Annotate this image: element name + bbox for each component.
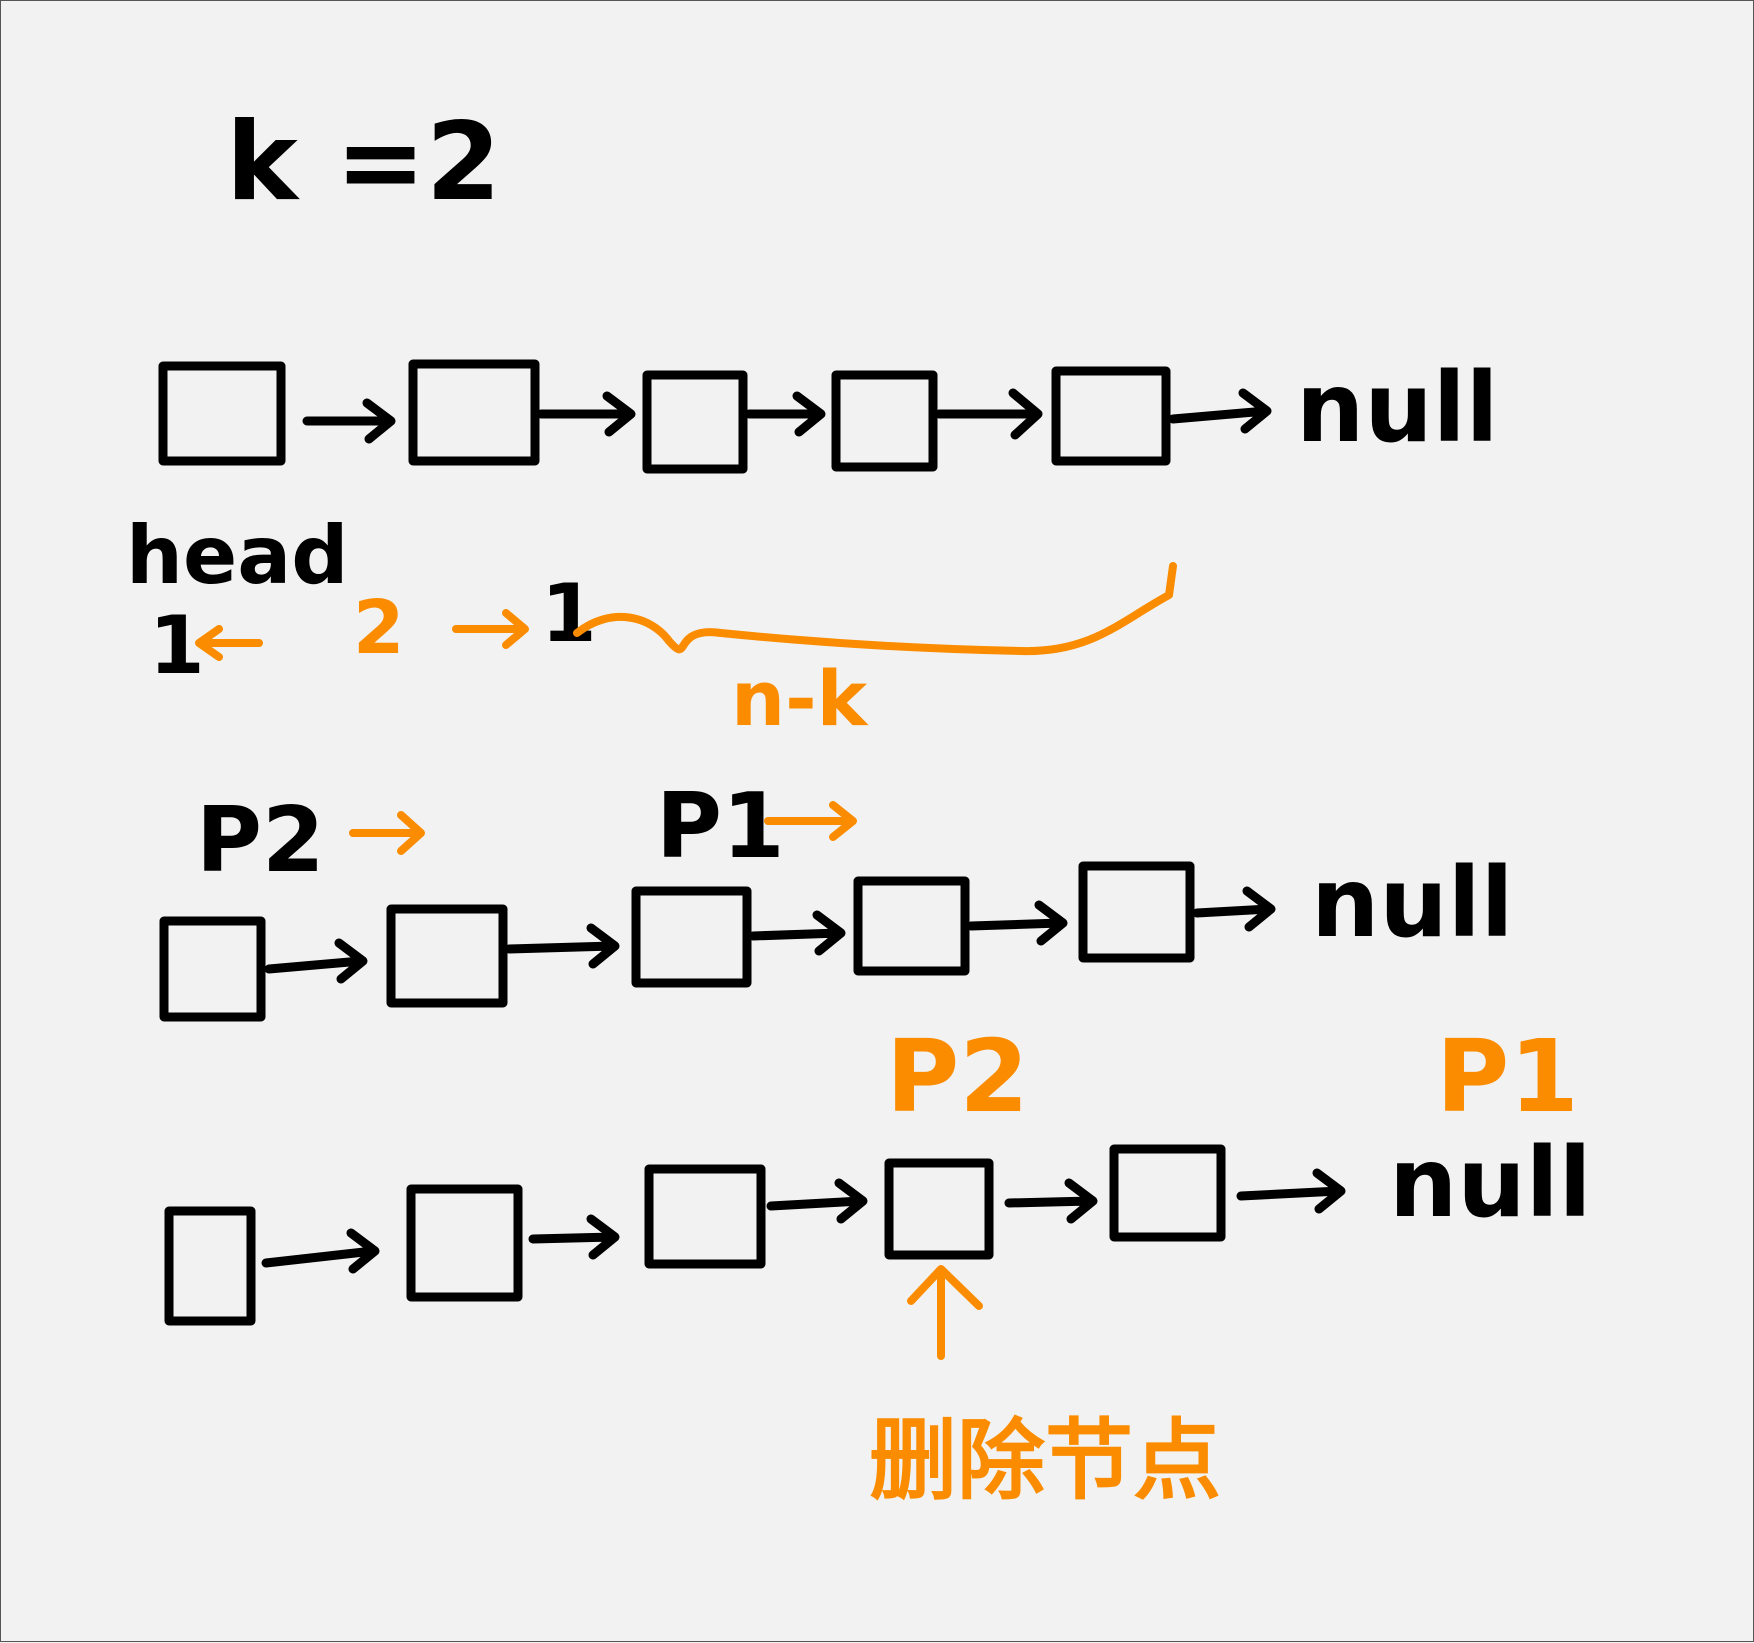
title-k-equals-2: k =2: [226, 100, 501, 225]
row3-node-5: [1109, 1144, 1226, 1242]
row1-node-2: [408, 359, 540, 466]
row1-arrow-4: [934, 388, 1043, 440]
row2-null-label: null: [1311, 847, 1514, 959]
row2-node-1: [159, 916, 266, 1022]
row1-node-4: [831, 370, 938, 472]
row2-p1-move-arrow: [764, 801, 857, 841]
row3-arrow-4: [1004, 1178, 1098, 1224]
row1-node-3: [642, 370, 748, 474]
row1-arrow-2: [536, 391, 636, 437]
row1-null-label: null: [1296, 352, 1499, 464]
row2-arrow-4: [966, 900, 1068, 946]
row3-arrow-3: [766, 1178, 868, 1224]
row3-p2-label: P2: [886, 1018, 1029, 1135]
row-3-linked-list: P2 P1 null 删除节点: [164, 1018, 1592, 1512]
step-left-arrow: [195, 625, 263, 661]
row2-arrow-3: [748, 910, 846, 956]
step-right-arrow: [452, 609, 529, 649]
row2-arrow-5: [1192, 886, 1276, 932]
step-start-tick: 1: [149, 599, 205, 692]
row-2-linked-list: P2 P1 null: [159, 774, 1514, 1022]
delete-node-label: 删除节点: [869, 1409, 1221, 1512]
row2-node-5: [1078, 861, 1195, 963]
row3-null-label: null: [1389, 1127, 1592, 1239]
row2-p1-label: P1: [656, 774, 785, 879]
row3-node-4-deleted: [884, 1158, 994, 1260]
row2-node-4: [853, 876, 970, 976]
row3-node-2: [406, 1184, 523, 1302]
row1-arrow-1: [302, 398, 396, 444]
row3-arrow-2: [528, 1214, 620, 1260]
n-k-brace: [573, 562, 1177, 656]
row1-node-5: [1051, 366, 1171, 466]
step-2-label: 2: [353, 585, 405, 671]
row3-arrow-5: [1236, 1168, 1346, 1214]
row3-arrow-1: [261, 1228, 380, 1274]
step-end-tick: 1: [541, 567, 597, 660]
row2-arrow-1: [264, 938, 368, 984]
row1-arrow-3: [744, 391, 826, 437]
row2-p2-label: P2: [196, 788, 325, 893]
row2-node-3: [631, 886, 752, 988]
row2-arrow-2: [504, 923, 620, 969]
row-1-linked-list: null head 1 2 1 n-k: [126, 352, 1499, 743]
row3-node-1: [164, 1206, 256, 1326]
head-label: head: [126, 509, 348, 602]
row3-p1-label: P1: [1436, 1018, 1579, 1135]
row2-node-2: [386, 904, 508, 1008]
n-k-label: n-k: [731, 654, 869, 743]
row3-node-3: [644, 1164, 766, 1269]
row1-node-1: [158, 361, 286, 466]
row1-arrow-5: [1168, 388, 1272, 434]
delete-pointer-arrow: [907, 1265, 983, 1360]
row2-p2-move-arrow: [349, 811, 425, 855]
